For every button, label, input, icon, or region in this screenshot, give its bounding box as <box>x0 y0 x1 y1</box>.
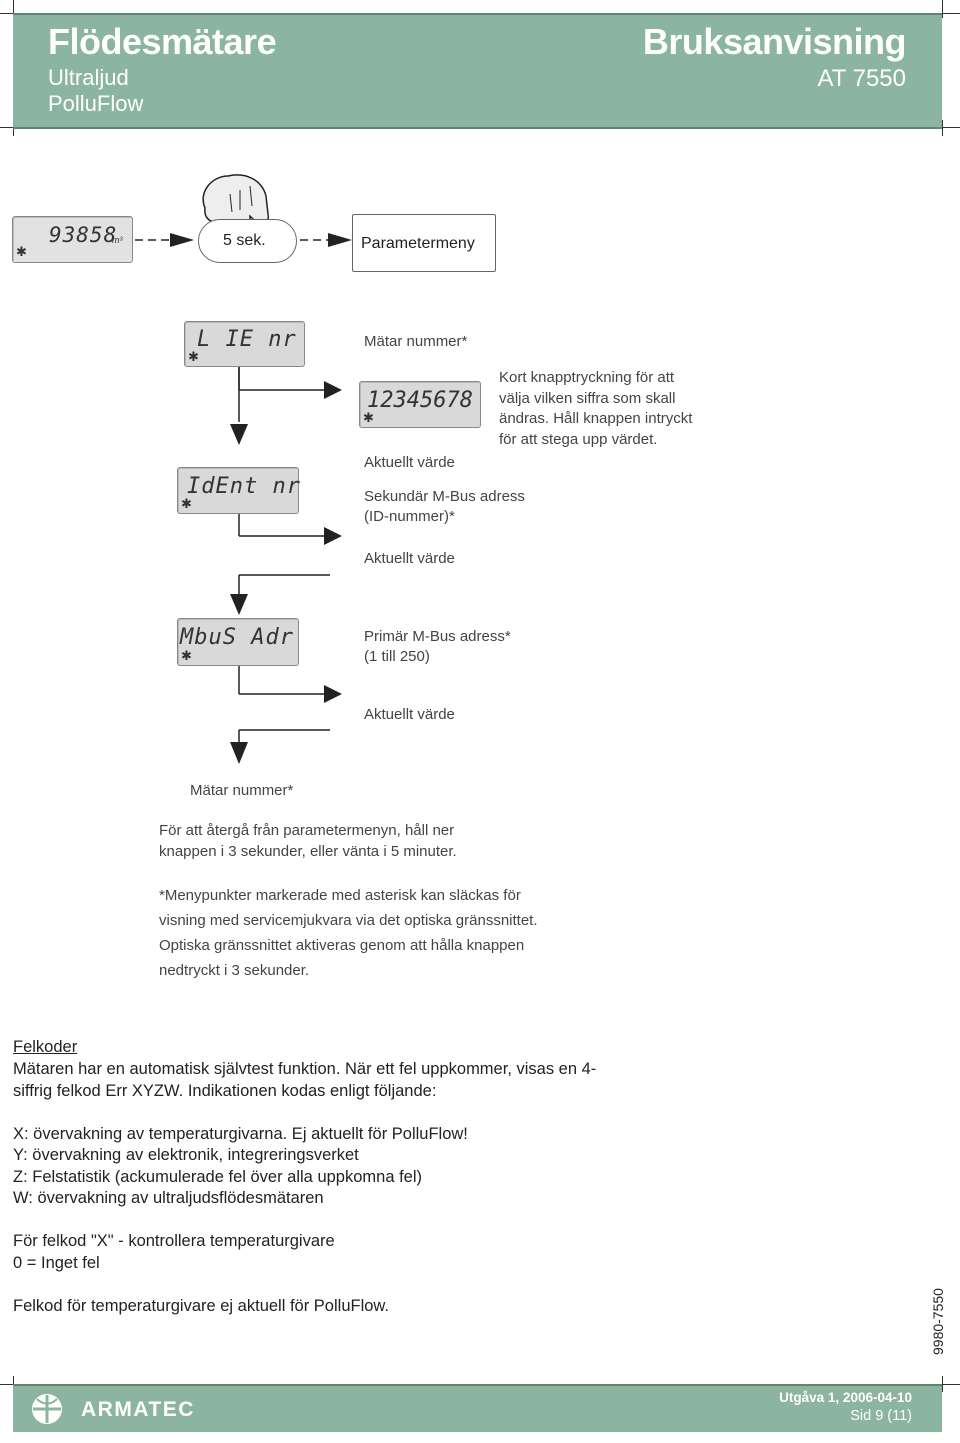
hint-line: välja vilken siffra som skall <box>499 389 676 407</box>
crop-mark <box>0 13 18 14</box>
header-title: Flödesmätare <box>48 21 277 62</box>
asterisk-icon: ✱ <box>16 244 27 259</box>
error-code-x-zero: 0 = Inget fel <box>13 1254 100 1272</box>
secondary-address-sublabel: (ID-nummer)* <box>364 508 455 525</box>
error-codes-intro-2: siffrig felkod Err XYZW. Indikationen ko… <box>13 1082 437 1100</box>
meter-value-lcd: 12345678 ✱ <box>359 381 481 428</box>
press-5-sec-button[interactable]: 5 sek. <box>198 219 297 263</box>
current-value-label: Aktuellt värde <box>364 550 455 567</box>
press-5-sec-label: 5 sek. <box>223 232 266 249</box>
error-code-x: X: övervakning av temperaturgivarna. Ej … <box>13 1125 468 1143</box>
meter-number-label: Mätar nummer* <box>190 782 294 799</box>
hint-line: Kort knapptryckning för att <box>499 369 675 386</box>
error-code-note: Felkod för temperaturgivare ej aktuell f… <box>13 1297 390 1315</box>
current-value-label: Aktuellt värde <box>364 454 455 471</box>
error-code-x-heading: För felkod "X" - kontrollera temperaturg… <box>13 1232 335 1250</box>
asterisk-note: *Menypunkter markerade med asterisk kan … <box>159 883 538 983</box>
page-header: Flödesmätare Ultraljud PolluFlow Bruksan… <box>13 13 942 129</box>
asterisk-icon: ✱ <box>181 648 192 663</box>
primary-address-label: Primär M-Bus adress* <box>364 628 511 645</box>
asterisk-note-line: *Menypunkter markerade med asterisk kan … <box>159 887 521 904</box>
parameter-menu-box: Parametermeny <box>352 214 496 272</box>
mbus-address-lcd-text: MbuS Adr <box>180 625 294 650</box>
error-code-z: Z: Felstatistik (ackumulerade fel över a… <box>13 1168 423 1186</box>
primary-address-sublabel: (1 till 250) <box>364 648 430 665</box>
crop-mark <box>0 127 18 128</box>
brand-logo-text: ARMATEC <box>81 1398 195 1421</box>
hint-line: ändras. Håll knappen intryckt <box>499 410 693 427</box>
meter-display-lcd: 93858 m³ ✱ <box>12 216 133 263</box>
parameter-menu-label: Parametermeny <box>361 235 475 252</box>
header-model: AT 7550 <box>817 65 906 92</box>
menu-flow-diagram <box>230 367 342 764</box>
asterisk-icon: ✱ <box>188 349 199 364</box>
meter-number-lcd: L IE nr ✱ <box>184 321 305 367</box>
current-value-label: Aktuellt värde <box>364 706 455 723</box>
error-codes-intro-1: Mätaren har en automatisk självtest funk… <box>13 1060 597 1078</box>
page-footer: ARMATEC Utgåva 1, 2006-04-10 Sid 9 (11) <box>13 1384 942 1432</box>
header-doc-type: Bruksanvisning <box>642 21 907 62</box>
mbus-address-lcd: MbuS Adr ✱ <box>177 618 299 666</box>
meter-number-lcd-text: L IE nr <box>197 327 297 352</box>
secondary-address-label: Sekundär M-Bus adress <box>364 488 525 505</box>
asterisk-note-line: Optiska gränssnittet aktiveras genom att… <box>159 937 525 954</box>
header-subtitle-2: PolluFlow <box>48 91 144 116</box>
lcd-value: 93858 <box>49 223 118 247</box>
edition-label: Utgåva 1, 2006-04-10 <box>779 1390 912 1405</box>
meter-number-label: Mätar nummer* <box>364 333 468 350</box>
crop-mark <box>0 1384 18 1385</box>
meter-value-lcd-text: 12345678 <box>367 388 473 413</box>
error-code-y: Y: övervakning av elektronik, integrerin… <box>13 1146 359 1164</box>
top-flow-connectors <box>135 174 352 247</box>
page-number: Sid 9 (11) <box>850 1408 912 1424</box>
asterisk-note-line: visning med servicemjukvara via det opti… <box>159 912 538 929</box>
crop-mark <box>13 0 14 18</box>
error-code-w: W: övervakning av ultraljudsflödesmätare… <box>13 1189 324 1207</box>
crop-mark <box>942 120 943 136</box>
document-code: 9980-7550 <box>930 1288 946 1355</box>
header-subtitle-1: Ultraljud <box>48 65 129 90</box>
asterisk-icon: ✱ <box>181 496 192 511</box>
return-note: För att återgå från parametermenyn, håll… <box>159 820 457 862</box>
crop-mark <box>942 1376 943 1392</box>
hint-line: för att stega upp värdet. <box>499 430 658 448</box>
asterisk-icon: ✱ <box>363 410 374 425</box>
ident-number-lcd-text: IdEnt nr <box>187 474 301 499</box>
ident-number-lcd: IdEnt nr ✱ <box>177 467 301 514</box>
return-note-line: För att återgå från parametermenyn, håll… <box>159 822 455 839</box>
crop-mark <box>938 1384 960 1385</box>
armatec-logo-icon <box>32 1394 62 1424</box>
button-hint: Kort knapptryckning för att välja vilken… <box>499 368 739 450</box>
return-note-line: knappen i 3 sekunder, eller vänta i 5 mi… <box>159 843 457 860</box>
lcd-unit: m³ <box>112 235 123 245</box>
asterisk-note-line: nedtryckt i 3 sekunder. <box>159 962 310 979</box>
crop-mark <box>938 127 960 128</box>
error-codes-heading: Felkoder <box>13 1038 78 1056</box>
crop-mark <box>942 0 943 18</box>
crop-mark <box>938 13 960 14</box>
